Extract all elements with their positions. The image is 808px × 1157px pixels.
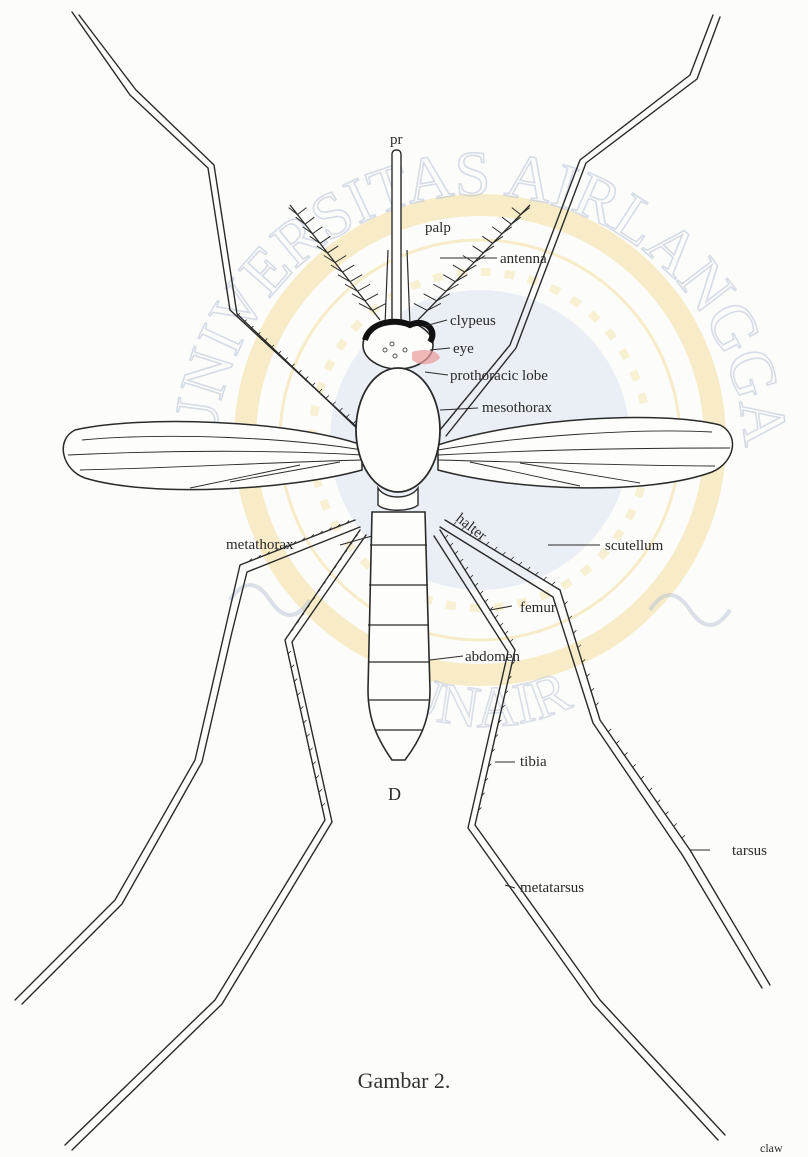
label-eye: eye bbox=[453, 341, 474, 357]
left-wing bbox=[63, 422, 362, 490]
leg-bristle bbox=[510, 639, 513, 642]
antenna-plume bbox=[502, 217, 511, 224]
leg-bristle bbox=[674, 823, 677, 826]
leg-bristle bbox=[649, 788, 652, 791]
leg-bristle bbox=[564, 601, 567, 604]
leg-bristle bbox=[305, 376, 308, 379]
leg-bristle bbox=[544, 577, 547, 580]
leg-bristle bbox=[303, 720, 306, 723]
antenna-plume bbox=[338, 275, 350, 282]
label-mesothorax: mesothorax bbox=[482, 400, 552, 416]
leg-bristle bbox=[616, 741, 619, 744]
antenna-plume bbox=[358, 284, 371, 291]
leg-bristle bbox=[495, 615, 498, 618]
middle-right-leg bbox=[440, 520, 770, 988]
label-scutellum: scutellum bbox=[605, 538, 664, 554]
leg-bristle bbox=[326, 395, 329, 398]
hind-right-leg bbox=[434, 530, 725, 1140]
label-antenna: antenna bbox=[500, 251, 547, 267]
label-palp: palp bbox=[425, 220, 451, 236]
figure-caption: Gambar 2. bbox=[358, 1068, 451, 1093]
leg-bristle bbox=[591, 688, 594, 691]
leg-bristle bbox=[319, 789, 322, 792]
label-femur: femur bbox=[520, 600, 556, 616]
antenna-plume bbox=[433, 284, 446, 291]
leg-bristle bbox=[682, 835, 685, 838]
leg-bristle bbox=[480, 591, 483, 594]
label-metathorax: metathorax bbox=[226, 537, 294, 553]
abdomen-body bbox=[368, 512, 430, 760]
leg-bristle bbox=[552, 582, 555, 585]
leg-bristle bbox=[313, 762, 316, 765]
proboscis bbox=[392, 150, 401, 325]
antenna-plume bbox=[365, 294, 378, 301]
label-d-mark: D bbox=[388, 784, 401, 804]
leg-bristle bbox=[665, 812, 668, 815]
leg-bristle bbox=[505, 631, 508, 634]
leg-bristle bbox=[297, 692, 300, 695]
label-tibia: tibia bbox=[520, 754, 547, 770]
label-tarsus: tarsus bbox=[732, 843, 767, 859]
leg-bristle bbox=[573, 630, 576, 633]
antenna-plume bbox=[473, 246, 484, 253]
leg-bristle bbox=[633, 764, 636, 767]
leg-bristle bbox=[608, 729, 611, 732]
leg-bristle bbox=[300, 706, 303, 709]
label-clypeus: clypeus bbox=[450, 313, 496, 329]
leg-bristle bbox=[596, 703, 599, 706]
leg-bristle bbox=[625, 752, 628, 755]
head bbox=[363, 321, 440, 369]
label-prothoracic-lobe: prothoracic lobe bbox=[450, 368, 548, 384]
leg-bristle bbox=[307, 734, 310, 737]
leg-bristle bbox=[310, 748, 313, 751]
leg-bristle bbox=[316, 775, 319, 778]
leg-bristle bbox=[587, 674, 590, 677]
leg-bristle bbox=[641, 776, 644, 779]
leg-bristle bbox=[500, 623, 503, 626]
label-abdomen: abdomen bbox=[465, 649, 520, 665]
antenna-plume bbox=[343, 265, 355, 272]
leg-bristle bbox=[322, 803, 325, 806]
leg-bristle bbox=[312, 383, 315, 386]
antenna-plume bbox=[492, 227, 502, 234]
label-pr: pr bbox=[390, 132, 403, 148]
leg-bristle bbox=[294, 679, 297, 682]
leg-bristle bbox=[657, 800, 660, 803]
label-corner: claw bbox=[760, 1141, 783, 1155]
leg-bristle bbox=[288, 651, 291, 654]
antenna-plume bbox=[463, 256, 474, 263]
leg-bristle bbox=[298, 370, 301, 373]
leg-bristle bbox=[485, 599, 488, 602]
label-metatarsus: metatarsus bbox=[520, 880, 584, 896]
antenna-plume bbox=[443, 275, 455, 282]
leg-bristle bbox=[291, 665, 294, 668]
